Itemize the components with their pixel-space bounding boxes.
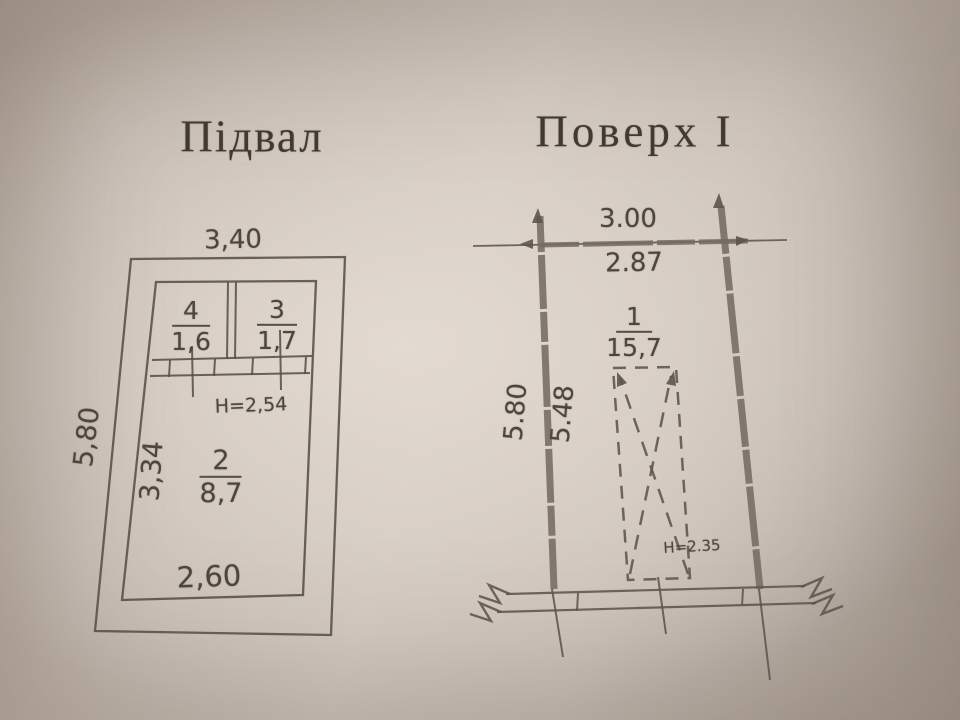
basement-room-4-label: 4 1,6 bbox=[171, 298, 211, 354]
floor1-bottom-tick-2 bbox=[741, 588, 744, 607]
floor1-dim-top-outer: 3.00 bbox=[599, 204, 657, 234]
floor1-dashed-void-outline bbox=[611, 365, 692, 582]
basement-band-tick-4 bbox=[304, 356, 307, 375]
basement-outer-wall bbox=[93, 255, 347, 637]
diagonal-arrow-right-icon bbox=[666, 371, 676, 386]
room-area: 15,7 bbox=[606, 333, 662, 363]
room-number: 1 bbox=[626, 301, 642, 331]
diagonal-arrow-left-icon bbox=[617, 372, 627, 387]
basement-dim-top: 3,40 bbox=[203, 224, 263, 256]
break-symbol-right-upper bbox=[800, 575, 833, 600]
basement-dim-bottom: 2,60 bbox=[176, 558, 242, 595]
basement-partition-line-2 bbox=[234, 281, 237, 360]
floor1-bottom-line-upper bbox=[505, 584, 806, 596]
basement-band-tick-3 bbox=[251, 357, 254, 376]
basement-band-tick-2 bbox=[213, 358, 216, 377]
fraction-bar bbox=[171, 324, 210, 328]
floor1-room-1-label: 1 15,7 bbox=[606, 304, 662, 360]
fraction-bar bbox=[199, 475, 242, 479]
basement-inner-wall bbox=[120, 279, 318, 602]
floor1-bottom-line-lower bbox=[496, 601, 817, 614]
room-number: 3 bbox=[269, 294, 285, 324]
dimension-arrow-left-icon bbox=[520, 239, 533, 249]
basement-opening-mark-2 bbox=[279, 329, 282, 391]
basement-band-bottom bbox=[149, 372, 311, 377]
basement-dim-inner-left: 3,34 bbox=[134, 439, 170, 503]
floor1-right-wall bbox=[717, 205, 764, 590]
basement-partition-line-1 bbox=[226, 281, 229, 360]
room-area: 1,7 bbox=[257, 326, 297, 356]
floor1-ceiling-height: H=2.35 bbox=[662, 536, 722, 557]
floor1-top-wall bbox=[540, 238, 749, 248]
dimension-arrow-right-icon bbox=[736, 236, 749, 246]
basement-dim-left: 5,80 bbox=[67, 405, 107, 469]
break-symbol-right-lower bbox=[811, 592, 844, 617]
floor1-dashed-diagonal-2 bbox=[618, 377, 690, 575]
axis-arrow-right-icon bbox=[713, 193, 724, 208]
floor1-dashed-diagonal-1 bbox=[628, 375, 673, 575]
floor1-dim-top-inner: 2.87 bbox=[604, 247, 664, 279]
axis-arrow-left-icon bbox=[532, 208, 543, 223]
basement-opening-mark-1 bbox=[191, 345, 194, 398]
room-number: 4 bbox=[183, 295, 199, 325]
fraction-bar bbox=[615, 330, 652, 334]
floor1-center-axis-line bbox=[657, 576, 667, 635]
basement-title: Підвал bbox=[180, 111, 324, 162]
floor1-dim-left-outer: 5.80 bbox=[498, 381, 534, 443]
break-symbol-left-lower bbox=[469, 600, 502, 624]
room-area: 8,7 bbox=[199, 478, 243, 510]
floor1-bottom-tick-1 bbox=[576, 592, 579, 612]
basement-room-3-label: 3 1,7 bbox=[257, 297, 297, 353]
room-area: 1,6 bbox=[171, 327, 211, 357]
fraction-bar bbox=[257, 323, 297, 327]
basement-band-top bbox=[151, 355, 313, 361]
floor1-dim-left-inner: 5.48 bbox=[545, 383, 581, 445]
floor1-left-wall-extension bbox=[551, 588, 564, 658]
basement-room-2-label: 2 8,7 bbox=[200, 447, 243, 507]
floor1-left-wall bbox=[536, 215, 558, 590]
floor1-title: Поверх I bbox=[535, 106, 735, 157]
break-symbol-left-upper bbox=[478, 582, 511, 606]
basement-band-tick-1 bbox=[168, 359, 171, 378]
room-number: 2 bbox=[212, 444, 230, 476]
basement-ceiling-height: H=2,54 bbox=[214, 393, 288, 418]
floor1-right-wall-extension bbox=[758, 588, 771, 681]
